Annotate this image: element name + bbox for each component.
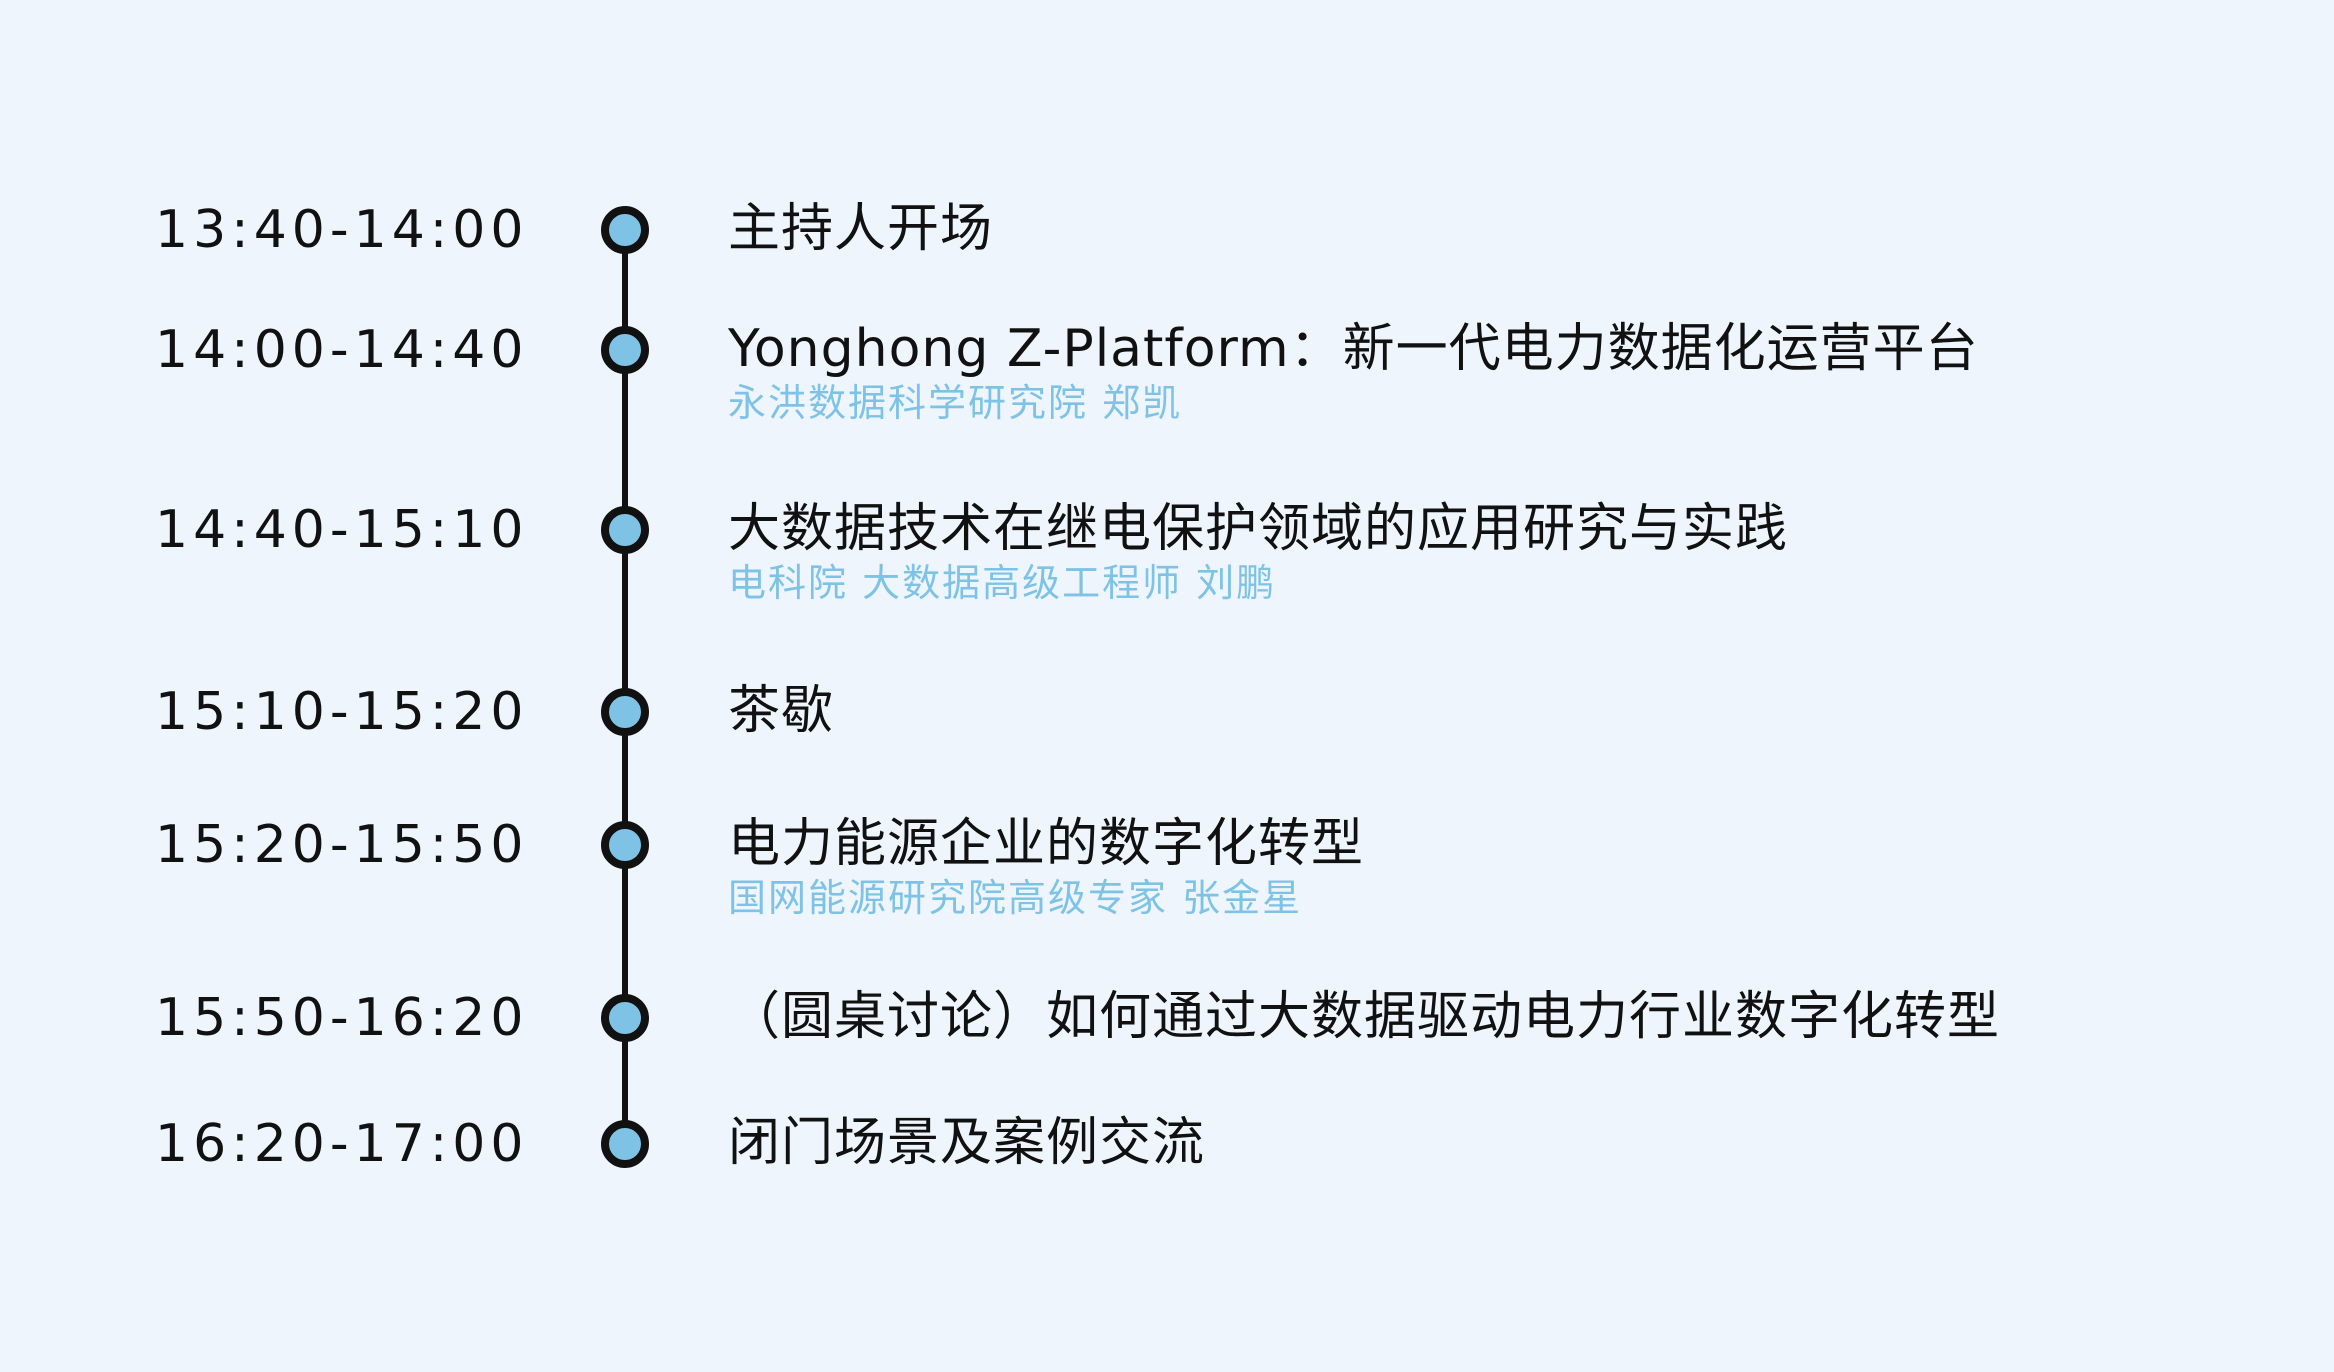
timeline-dot-icon [601, 206, 649, 254]
agenda-title: 闭门场景及案例交流 [728, 1113, 1206, 1173]
agenda-title: 电力能源企业的数字化转型 [728, 814, 1365, 874]
agenda-time: 15:50-16:20 [155, 988, 529, 1048]
agenda-title: 大数据技术在继电保护领域的应用研究与实践 [728, 499, 1789, 559]
agenda-speaker: 国网能源研究院高级专家 张金星 [728, 876, 1303, 920]
agenda-time: 16:20-17:00 [155, 1114, 529, 1174]
agenda-time: 14:00-14:40 [155, 320, 529, 380]
agenda-title: （圆桌讨论）如何通过大数据驱动电力行业数字化转型 [728, 987, 2001, 1047]
agenda-title: 茶歇 [728, 681, 835, 741]
agenda-time: 15:20-15:50 [155, 815, 529, 875]
timeline-dot-icon [601, 1120, 649, 1168]
timeline-dot-icon [601, 506, 649, 554]
timeline-dot-icon [601, 326, 649, 374]
agenda-speaker: 电科院 大数据高级工程师 刘鹏 [728, 561, 1277, 605]
agenda-time: 13:40-14:00 [155, 200, 529, 260]
timeline-dot-icon [601, 994, 649, 1042]
agenda-title: 主持人开场 [728, 199, 994, 259]
agenda-time: 15:10-15:20 [155, 682, 529, 742]
agenda-speaker: 永洪数据科学研究院 郑凯 [728, 381, 1183, 425]
timeline-dot-icon [601, 688, 649, 736]
timeline-dot-icon [601, 821, 649, 869]
agenda-time: 14:40-15:10 [155, 500, 529, 560]
agenda-title: Yonghong Z-Platform：新一代电力数据化运营平台 [728, 319, 1979, 379]
